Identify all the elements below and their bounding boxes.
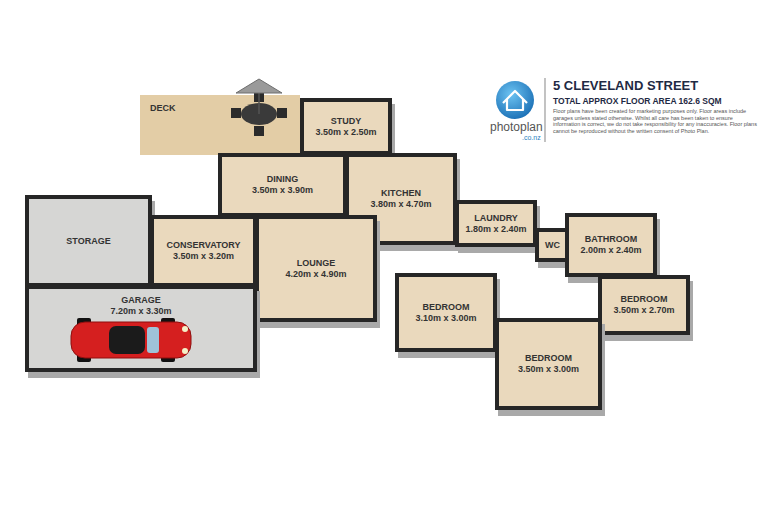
table-illustration — [224, 77, 294, 137]
room-name: GARAGE — [121, 295, 161, 306]
room-dimensions: 3.80m x 4.70m — [370, 199, 431, 210]
room: BEDROOM3.10m x 3.00m — [395, 273, 497, 352]
logo-wordmark: photoplan — [490, 120, 543, 134]
logo-domain: .co.nz — [522, 134, 541, 141]
room: GARAGE7.20m x 3.30m — [25, 285, 257, 372]
room-name: STORAGE — [66, 236, 110, 247]
room-dimensions: 2.00m x 2.40m — [580, 245, 641, 256]
room-name: CONSERVATORY — [166, 240, 240, 251]
logo-house — [503, 91, 527, 110]
room-dimensions: 7.20m x 3.30m — [110, 306, 171, 317]
room-name: DECK — [150, 103, 176, 114]
room-name: LAUNDRY — [474, 213, 518, 224]
room-dimensions: 3.50m x 3.90m — [252, 185, 313, 196]
room-dimensions: 4.20m x 4.90m — [285, 269, 346, 280]
room: STORAGE — [25, 195, 152, 287]
room-name: LOUNGE — [297, 258, 336, 269]
room-dimensions: 1.80m x 2.40m — [465, 224, 526, 235]
room: LOUNGE4.20m x 4.90m — [255, 215, 377, 322]
room-dimensions: 3.50m x 3.20m — [173, 251, 234, 262]
room-name: KITCHEN — [381, 188, 421, 199]
room-name: STUDY — [331, 116, 362, 127]
car-illustration — [69, 316, 199, 364]
floor-area: TOTAL APPROX FLOOR AREA 162.6 SQM — [553, 96, 722, 106]
logo-circle — [496, 81, 534, 119]
room: STUDY3.50m x 2.50m — [300, 98, 392, 155]
divider-line — [544, 78, 545, 142]
room-name: BEDROOM — [423, 302, 470, 313]
room-dimensions: 3.50m x 2.70m — [613, 305, 674, 316]
room-name: BEDROOM — [525, 353, 572, 364]
room: BEDROOM3.50m x 2.70m — [598, 275, 690, 335]
room: DECK — [140, 95, 300, 155]
room-name: DINING — [267, 174, 299, 185]
room-dimensions: 3.50m x 2.50m — [315, 127, 376, 138]
room-dimensions: 3.10m x 3.00m — [415, 313, 476, 324]
room-name: WC — [545, 240, 560, 251]
room: LAUNDRY1.80m x 2.40m — [455, 200, 537, 247]
room: DINING3.50m x 3.90m — [218, 153, 347, 217]
room: BATHROOM2.00m x 2.40m — [565, 213, 657, 277]
disclaimer-note: Floor plans have been created for market… — [553, 108, 758, 134]
room: CONSERVATORY3.50m x 3.20m — [150, 215, 257, 287]
room: BEDROOM3.50m x 3.00m — [495, 318, 602, 410]
room-name: BATHROOM — [585, 234, 637, 245]
room-name: BEDROOM — [621, 294, 668, 305]
plan-title: 5 CLEVELAND STREET — [553, 78, 698, 93]
room-dimensions: 3.50m x 3.00m — [518, 364, 579, 375]
